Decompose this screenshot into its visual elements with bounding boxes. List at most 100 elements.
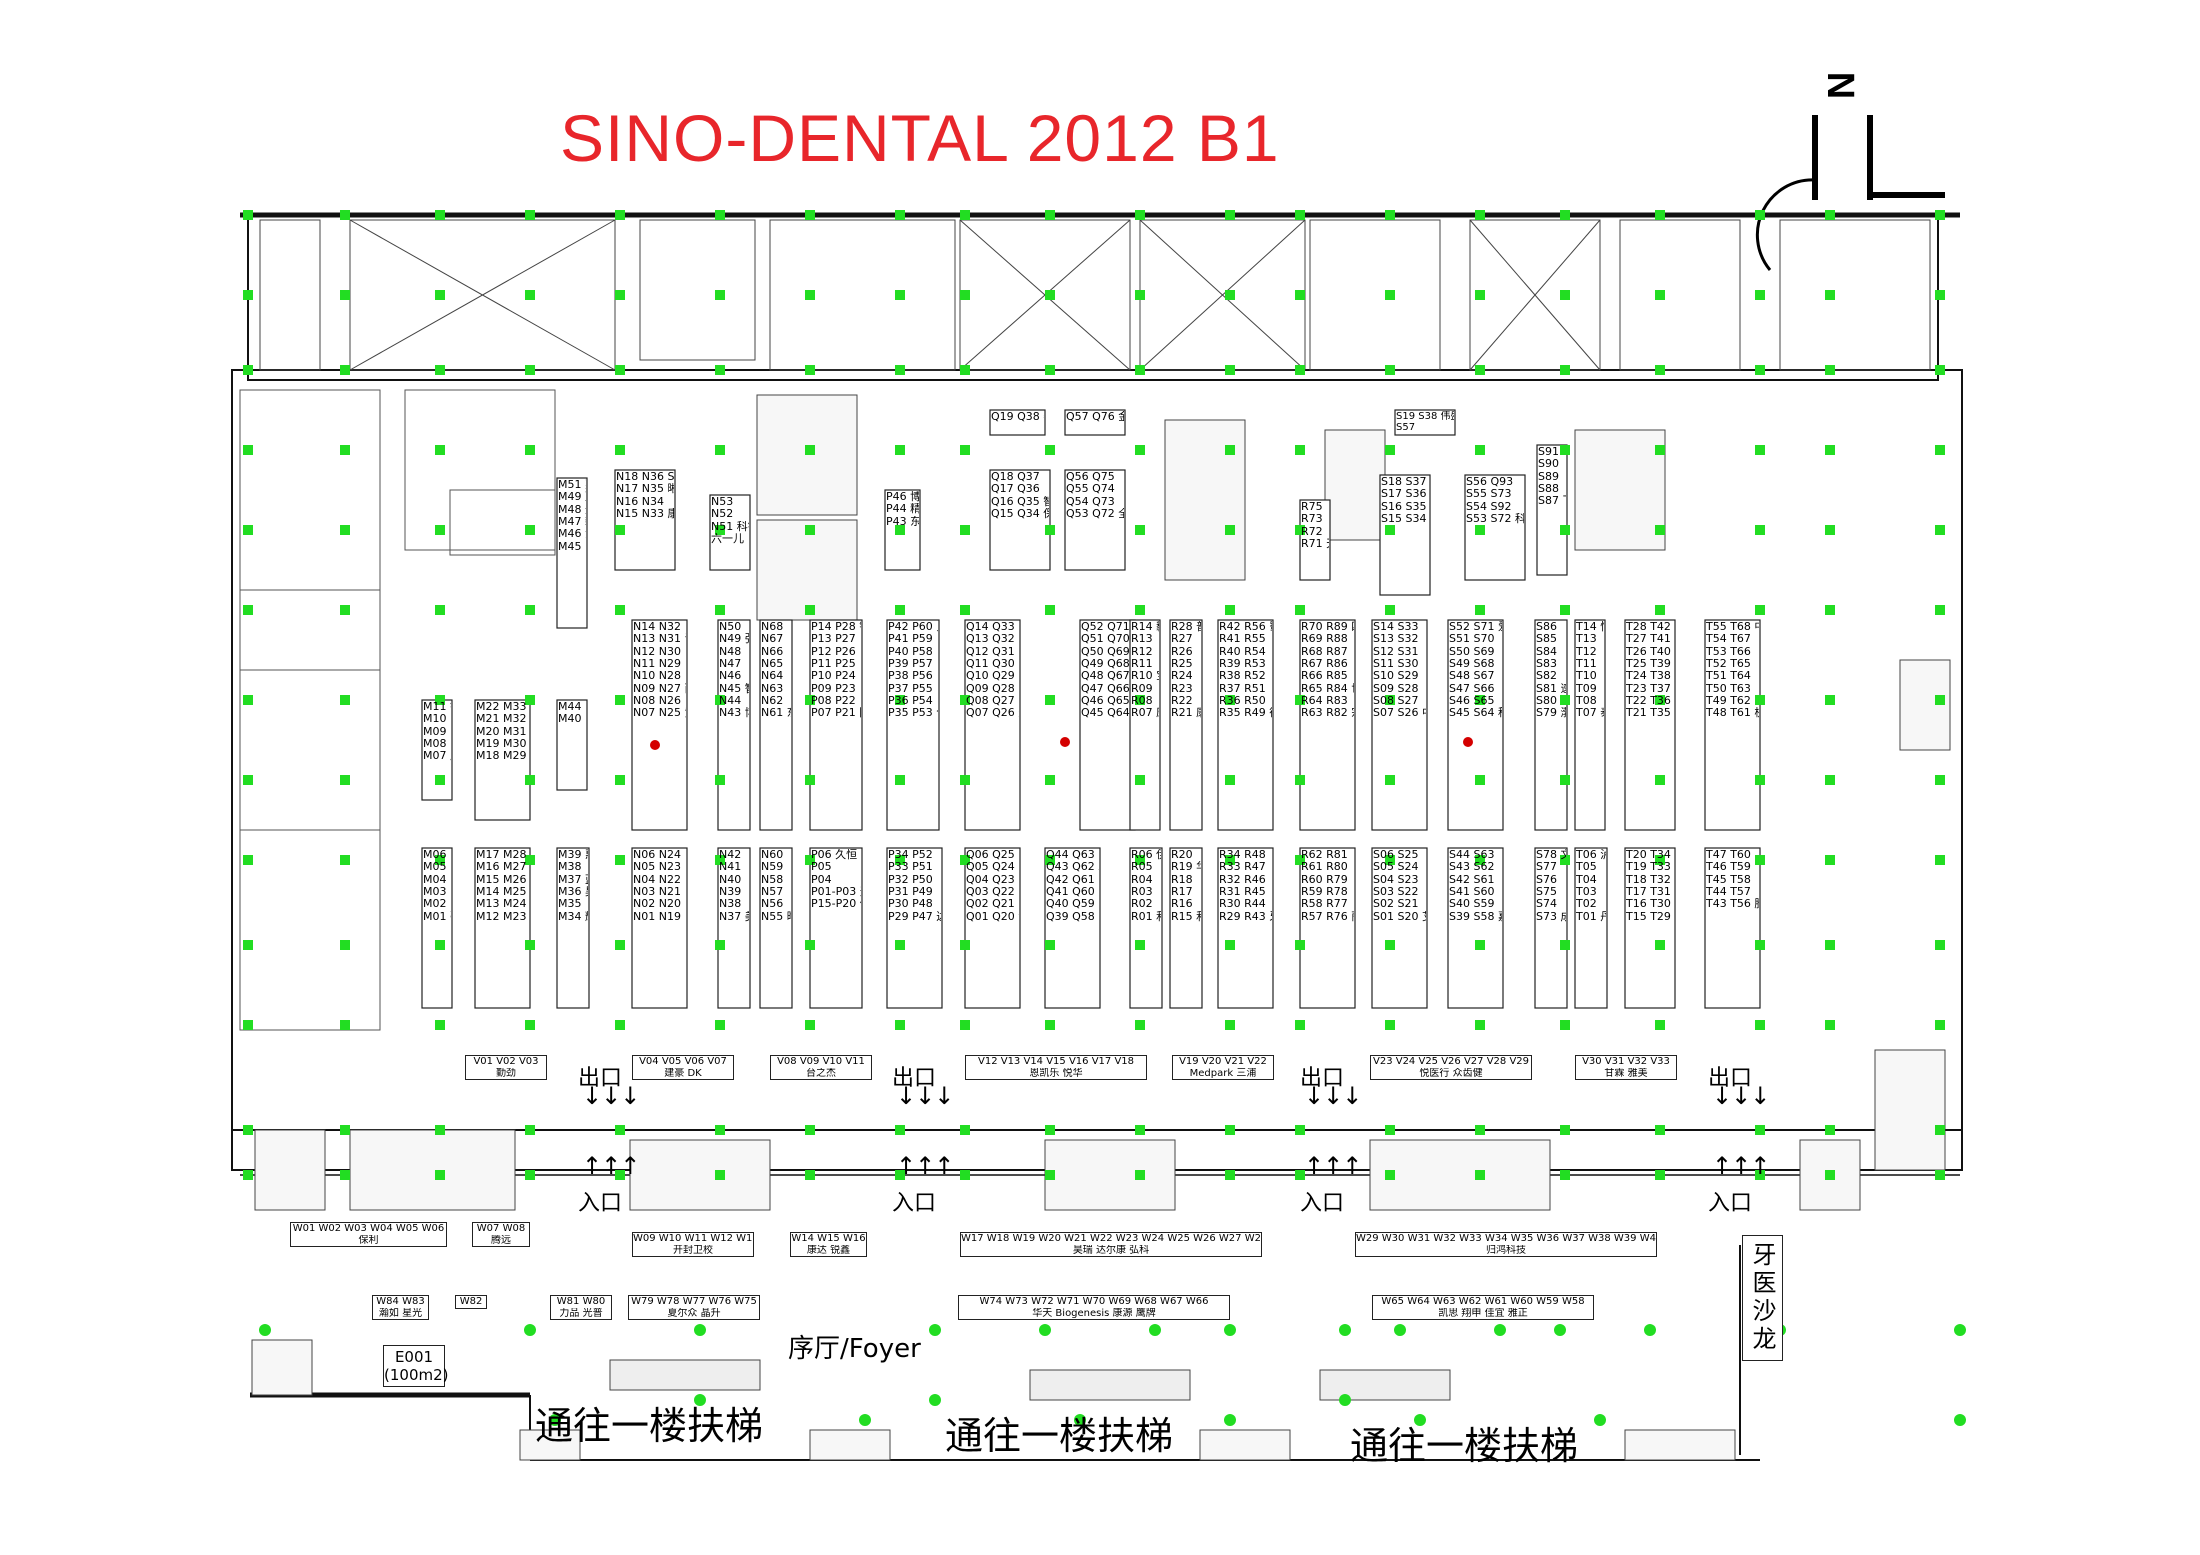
booth-label[interactable]: T22 T36 xyxy=(1626,694,1671,707)
booth-label[interactable]: R03 xyxy=(1131,885,1153,898)
booth-label[interactable]: S78 文佩 xyxy=(1536,849,1566,861)
booth-label[interactable]: M21 M32 xyxy=(476,713,527,726)
booth-label[interactable]: Q13 Q32 xyxy=(966,633,1015,646)
booth-label[interactable]: M12 M23 科仪 xyxy=(476,910,529,923)
booth-label[interactable]: R58 R77 xyxy=(1301,898,1348,911)
booth-label[interactable]: M36 昊朗 xyxy=(558,885,588,898)
booth-label[interactable]: R59 R78 xyxy=(1301,885,1348,898)
booth-label[interactable]: S86 xyxy=(1536,621,1557,633)
booth-label[interactable]: S54 S92 xyxy=(1466,500,1512,513)
booth-label[interactable]: P11 P25 xyxy=(811,657,856,670)
booth-label[interactable]: T10 xyxy=(1576,670,1597,683)
booth-label[interactable]: T13 xyxy=(1576,633,1597,646)
booth-codes[interactable]: W74 W73 W72 W71 W70 W69 W68 W67 W66 xyxy=(979,1296,1209,1307)
booth-label[interactable]: M04 xyxy=(423,873,447,886)
booth-label[interactable]: M01 弘基 xyxy=(423,910,451,923)
booth-codes[interactable]: W09 W10 W11 W12 W13 xyxy=(633,1233,753,1244)
booth-label[interactable]: R67 R86 xyxy=(1301,657,1348,670)
booth-label[interactable]: R60 R79 xyxy=(1301,873,1348,886)
booth-label[interactable]: T21 T35 速捷 xyxy=(1626,707,1674,720)
booth-label[interactable]: S85 xyxy=(1536,633,1557,646)
booth-label[interactable]: N46 xyxy=(719,670,742,683)
booth-label[interactable]: S41 S60 xyxy=(1449,885,1495,898)
booth-label[interactable]: S48 S67 xyxy=(1449,670,1495,683)
booth-label[interactable]: P10 P24 xyxy=(811,670,856,683)
booth-label[interactable]: R02 xyxy=(1131,898,1153,911)
booth-label[interactable]: S40 S59 xyxy=(1449,898,1495,911)
booth-label[interactable]: N45 智普 xyxy=(719,682,749,695)
booth-codes[interactable]: W01 W02 W03 W04 W05 W06 xyxy=(292,1223,445,1234)
booth-label[interactable]: M35 xyxy=(558,898,582,911)
booth-label[interactable]: N01 N19 xyxy=(633,910,681,923)
booth-label[interactable]: N13 N31 青洲 xyxy=(633,633,686,646)
booth-label[interactable]: M34 耀光 xyxy=(558,910,588,923)
booth-label[interactable]: R26 xyxy=(1171,645,1193,658)
booth-label[interactable]: R57 R76 丽晶行 xyxy=(1301,910,1354,923)
booth-codes[interactable]: V23 V24 V25 V26 V27 V28 V29 xyxy=(1372,1056,1530,1067)
booth-label[interactable]: N52 xyxy=(711,508,734,521)
booth-label[interactable]: N11 N29 xyxy=(633,657,681,670)
booth-label[interactable]: Q05 Q24 xyxy=(966,861,1015,874)
booth-label[interactable]: P30 P48 xyxy=(888,898,933,911)
booth-label[interactable]: R11 xyxy=(1131,657,1153,670)
booth-label[interactable]: M37 蓝孔 xyxy=(558,873,588,886)
booth-label[interactable]: M10 xyxy=(423,713,447,726)
booth-label[interactable]: P42 P60 贝瑞 xyxy=(888,621,938,633)
booth-label[interactable]: N04 N22 xyxy=(633,873,681,886)
booth-label[interactable]: R72 xyxy=(1301,525,1323,538)
booth-label[interactable]: R16 xyxy=(1171,898,1193,911)
booth-label[interactable]: N61 东洋 xyxy=(761,707,791,720)
booth-codes[interactable]: W07 W08 xyxy=(476,1223,526,1234)
booth-label[interactable]: T09 xyxy=(1576,682,1597,695)
booth-label[interactable]: Q04 Q23 xyxy=(966,873,1015,886)
booth-label[interactable]: N38 xyxy=(719,898,742,911)
booth-label[interactable]: Q18 Q37 xyxy=(991,471,1040,483)
booth-label[interactable]: Q55 Q74 xyxy=(1066,483,1115,496)
booth-label[interactable]: N17 N35 晰星 xyxy=(616,483,674,496)
booth-label[interactable]: Q40 Q59 xyxy=(1046,898,1095,911)
booth-label[interactable]: R37 R51 xyxy=(1219,682,1266,695)
booth-label[interactable]: P43 东线 xyxy=(886,515,919,528)
booth-label[interactable]: R65 R84 世安 xyxy=(1301,682,1354,695)
booth-label[interactable]: S83 xyxy=(1536,657,1557,670)
booth-label[interactable]: P38 P56 xyxy=(888,670,933,683)
booth-label[interactable]: R08 xyxy=(1131,694,1153,707)
booth-label[interactable]: N44 xyxy=(719,694,742,707)
booth-label[interactable]: R62 R81 xyxy=(1301,849,1348,861)
booth-label[interactable]: P01-P03 天天 xyxy=(811,885,861,898)
booth-label[interactable]: P14 P28 银瀚 xyxy=(811,621,861,633)
booth-label[interactable]: R35 R49 德迩玛 xyxy=(1219,707,1272,720)
booth-codes[interactable]: V08 V09 V10 V11 xyxy=(777,1056,865,1067)
booth-label[interactable]: T17 T31 xyxy=(1626,885,1671,898)
booth-label[interactable]: N42 xyxy=(719,849,742,861)
booth-label[interactable]: R68 R87 xyxy=(1301,645,1348,658)
booth-label[interactable]: T52 T65 xyxy=(1706,657,1751,670)
booth-label[interactable]: S79 渤海 xyxy=(1536,707,1566,720)
booth-label[interactable]: N65 xyxy=(761,657,784,670)
booth-label[interactable]: S02 S21 xyxy=(1373,898,1419,911)
booth-label[interactable]: R41 R55 xyxy=(1219,633,1266,646)
booth-label[interactable]: R15 和茂 xyxy=(1171,910,1201,923)
booth-label[interactable]: M06 xyxy=(423,849,447,861)
booth-label[interactable]: M45 xyxy=(558,540,582,553)
booth-label[interactable]: M51 惠创 xyxy=(558,479,586,491)
booth-label[interactable]: T08 xyxy=(1576,694,1597,707)
booth-label[interactable]: R31 R45 xyxy=(1219,885,1266,898)
booth-label[interactable]: R14 毅鸿 xyxy=(1131,621,1159,633)
booth-label[interactable]: M13 M24 xyxy=(476,898,527,911)
booth-label[interactable]: S73 成汇 xyxy=(1536,910,1566,923)
booth-label[interactable]: S17 S36 xyxy=(1381,488,1427,501)
booth-label[interactable]: S08 S27 xyxy=(1373,694,1419,707)
booth-label[interactable]: T51 T64 xyxy=(1706,670,1751,683)
booth-label[interactable]: R38 R52 xyxy=(1219,670,1266,683)
booth-label[interactable]: Q09 Q28 xyxy=(966,682,1015,695)
booth-codes[interactable]: V04 V05 V06 V07 xyxy=(639,1056,727,1067)
booth-label[interactable]: Q49 Q68 xyxy=(1081,657,1130,670)
booth-label[interactable]: S16 S35 和茂 xyxy=(1381,500,1429,513)
booth-label[interactable]: R24 xyxy=(1171,670,1193,683)
booth-label[interactable]: R12 xyxy=(1131,645,1153,658)
booth-codes[interactable]: W81 W80 xyxy=(556,1296,606,1307)
booth-label[interactable]: P33 P51 xyxy=(888,861,933,874)
booth-label[interactable]: P41 P59 xyxy=(888,633,933,646)
booth-codes[interactable]: W82 xyxy=(459,1296,483,1307)
